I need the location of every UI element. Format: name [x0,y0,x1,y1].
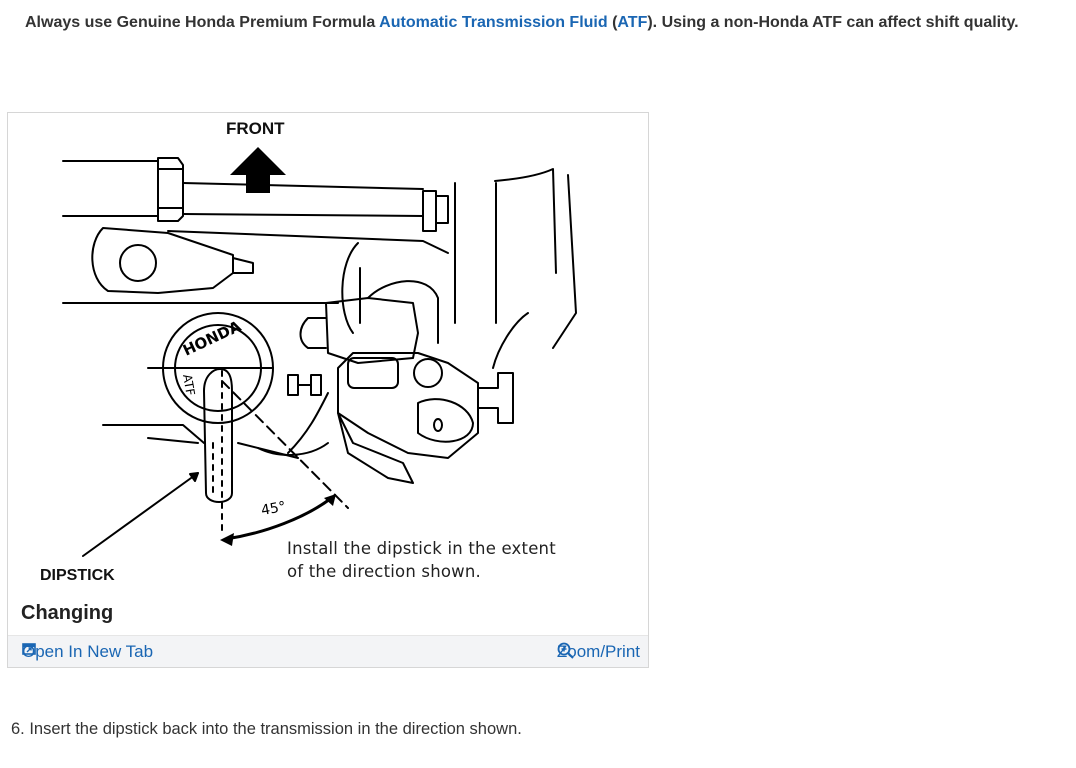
instruction-note: Install the dipstick in the extent of th… [287,537,556,583]
dipstick-label: DIPSTICK [40,567,115,584]
figure-card: HONDA ATF 45° FRONT DIPSTICK Install the… [7,112,649,668]
instruction-line-1: Install the dipstick in the extent [287,539,556,558]
angle-label: 45° [260,499,287,519]
atf-link[interactable]: Automatic Transmission Fluid [379,14,608,31]
figure-caption: Changing [21,602,114,624]
zoom-print-link[interactable]: Zoom/Print [557,642,640,662]
intro-paragraph: Always use Genuine Honda Premium Formula… [25,14,1065,32]
intro-suffix: ). Using a non-Honda ATF can affect shif… [647,14,1019,31]
open-tab-icon [22,643,36,655]
open-in-new-tab-link[interactable]: Open In New Tab [22,642,153,662]
dipstick-diagram: HONDA ATF 45° [62,147,577,557]
figure-toolbar: Open In New Tab Zoom/Print [8,635,648,667]
atf-abbr-link[interactable]: ATF [617,14,648,31]
zoom-icon [557,642,574,659]
front-arrow-icon [230,147,286,193]
step-text: 6. Insert the dipstick back into the tra… [11,720,522,738]
zoom-print-label: Zoom/Print [556,642,640,661]
instruction-line-2: of the direction shown. [287,562,481,581]
intro-prefix: Always use Genuine Honda Premium Formula [25,14,380,31]
intro-middle: ( [607,14,618,31]
cap-atf-text: ATF [180,373,198,397]
front-label: FRONT [226,119,285,138]
cap-honda-text: HONDA [180,317,244,360]
open-in-new-tab-label: Open In New Tab [22,642,154,661]
